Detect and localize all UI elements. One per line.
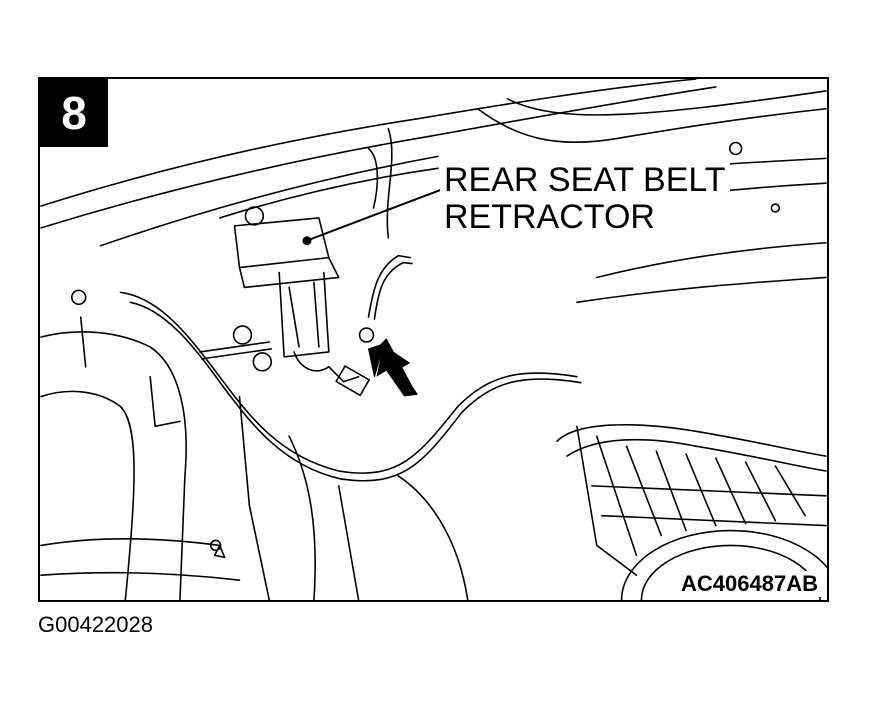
step-number-badge: 8 <box>40 79 108 147</box>
retractor-callout-label: REAR SEAT BELT RETRACTOR <box>440 162 730 236</box>
vehicle-interior-line-drawing <box>40 79 827 600</box>
callout-line-1: REAR SEAT BELT <box>444 161 726 199</box>
arrow-icon <box>368 338 419 397</box>
image-id-caption: G00422028 <box>38 612 153 637</box>
wiring-harness-drawing <box>70 254 582 482</box>
diagram-frame: 8 REAR SEAT BELT RETRACTOR AC406487AB <box>38 77 829 602</box>
floor-trim-lines <box>40 331 469 600</box>
callout-leader-line <box>307 189 441 241</box>
seat-belt-retractor-drawing <box>199 206 370 397</box>
body-panel-lines <box>40 79 827 304</box>
figure-code-label: AC406487AB <box>678 571 821 597</box>
wheelhouse-drawing <box>556 424 827 600</box>
callout-line-2: RETRACTOR <box>444 198 655 236</box>
callout-leader-dot <box>302 236 312 246</box>
